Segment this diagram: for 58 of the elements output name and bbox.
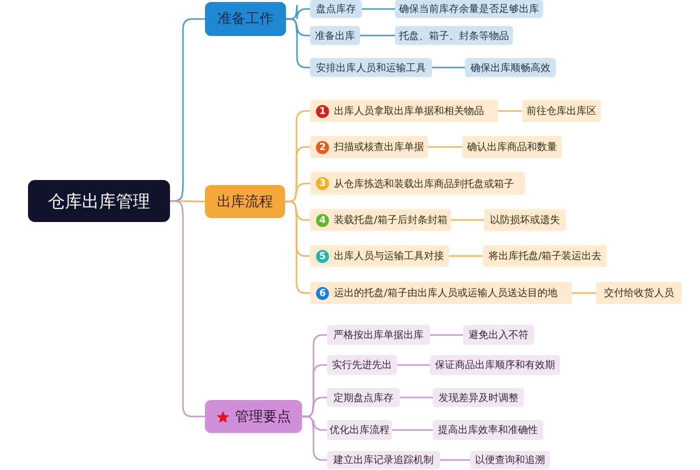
number-badge: 1 [316,104,329,118]
root-topic-box: 仓库出库管理 [28,180,170,222]
connector-line [400,396,433,398]
number-badge: 5 [316,250,329,262]
connector-line [392,429,433,431]
step-text: 出库人员与运输工具对接 [334,250,444,263]
step-text: 扫描或核查出库单据 [334,140,424,154]
subtopic-box [310,172,525,195]
subtopic-box [310,136,428,158]
subtopic-box: 盘点库存 [310,0,362,18]
subtopic-box: 确保出库顺畅高效 [465,58,556,77]
subtopic-box: 以便查询和追溯 [470,451,550,469]
main-topic-box: 出库流程 [205,185,285,218]
subtopic-box [310,282,572,304]
subtopic-box: 前往仓库出库区 [522,100,601,122]
subtopic-box [310,245,449,267]
subtopic-box: 准备出库 [310,26,360,45]
subtopic-box [310,100,498,122]
connector-line [360,34,395,36]
connector-line [440,459,470,461]
subtopic-box: 确保当前库存余量是否足够出库 [395,0,543,18]
number-badge: 4 [316,214,329,226]
connector-line [362,8,395,10]
connector-line [449,255,483,257]
subtopic-box: 避免出入不符 [463,325,534,345]
connector-line [428,146,462,148]
topic-text: 管理要点 [235,408,291,426]
connector-line [572,292,596,294]
subtopic-box: 将出库托盘/箱子装运出去 [483,245,607,267]
subtopic-box: 实行先进先出 [327,355,397,375]
main-topic-box [205,400,302,433]
subtopic-box: 发现差异及时调整 [433,388,524,407]
subtopic-box: 以防损坏或遗失 [484,209,566,231]
connector-line [498,110,522,112]
subtopic-box: 确认出库商品和数量 [462,136,562,158]
step-text: 从仓库拣选和装载出库商品到托盘或箱子 [334,178,514,190]
subtopic-box: 优化出库流程 [327,420,392,440]
step-text: 出库人员拿取出库单据和相关物品 [334,104,484,118]
number-badge: 6 [316,286,329,300]
connector-line [170,200,205,418]
connector-line [432,66,465,68]
number-badge: 2 [316,140,329,154]
subtopic-box: 定期盘点库存 [327,388,400,407]
connector-line [397,364,430,366]
subtopic-box: 保证商品出库顺序和有效期 [430,355,560,375]
subtopic-box: 严格按出库单据出库 [327,325,430,345]
subtopic-box [310,209,451,231]
connector-line [451,219,484,221]
subtopic-box: 提高出库效率和准确性 [433,420,543,440]
subtopic-box: 建立出库记录追踪机制 [327,451,440,469]
subtopic-box: 托盘、箱子、封条等物品 [395,26,513,45]
subtopic-box: 安排出库人员和运输工具 [310,58,432,77]
main-topic-box: 准备工作 [205,2,286,36]
connector-line [430,334,463,336]
step-text: 运出的托盘/箱子由出库人员或运输人员送达目的地 [334,286,558,300]
subtopic-box: 交付给收货人员 [596,282,682,304]
number-badge: 3 [316,177,329,190]
step-text: 装载托盘/箱子后封条封箱 [334,214,448,227]
